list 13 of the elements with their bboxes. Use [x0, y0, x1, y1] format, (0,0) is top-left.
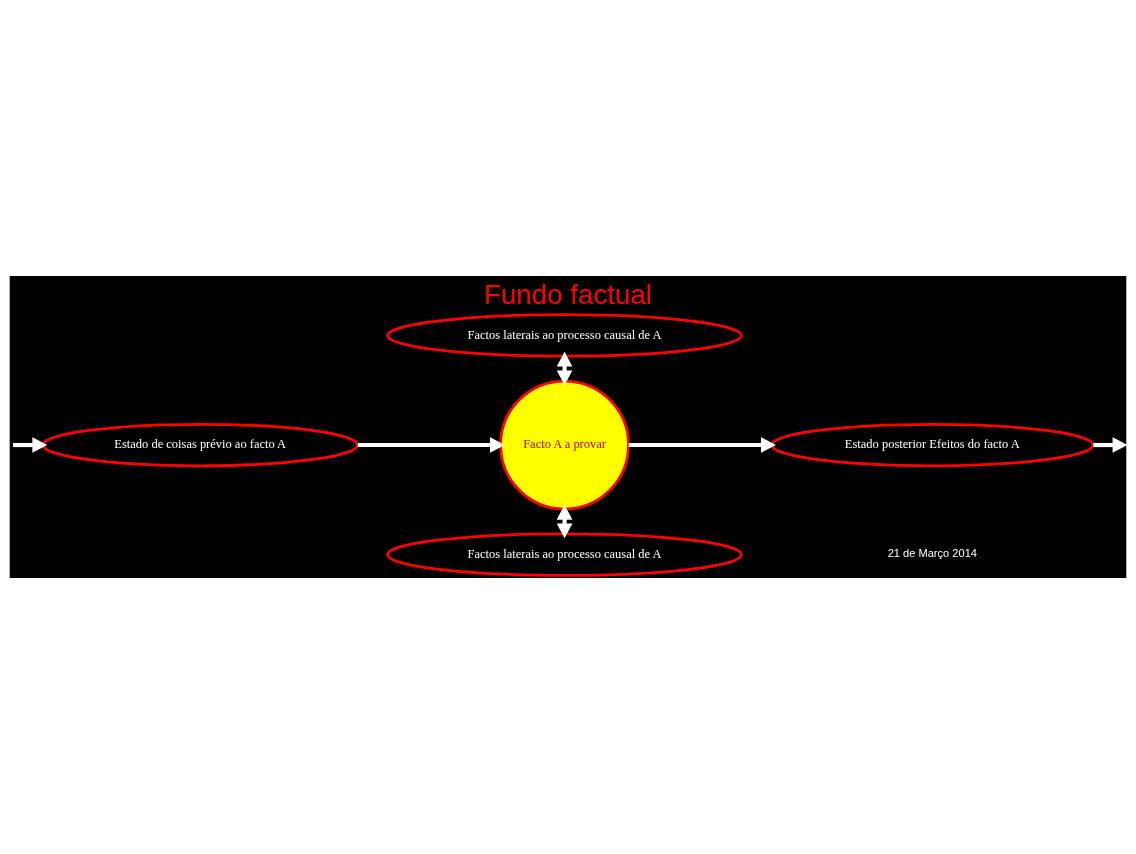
diagram-title: Fundo factual	[483, 278, 653, 310]
arrow	[628, 437, 776, 453]
node-ellipse: Factos laterais ao processo causal de A	[386, 313, 743, 358]
node-ellipse: Factos laterais ao processo causal de A	[386, 532, 743, 577]
arrow	[357, 437, 505, 453]
arrow	[1093, 437, 1128, 453]
node-ellipse: Estado posterior Efeitos do facto A	[770, 422, 1095, 468]
node-circle: Facto A a provar	[499, 379, 630, 511]
node-ellipse: Estado de coisas prévio ao facto A	[41, 422, 360, 468]
arrow	[556, 504, 573, 539]
label: 21 de Março 2014	[887, 547, 977, 560]
arrow	[13, 437, 48, 453]
arrow	[556, 351, 573, 386]
